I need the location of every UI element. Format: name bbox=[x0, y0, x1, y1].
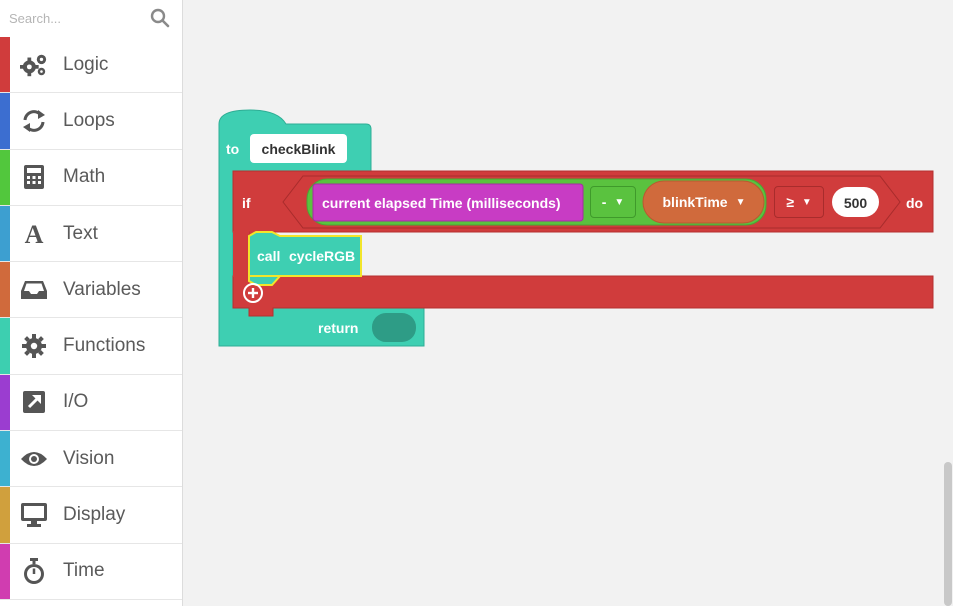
variable-block[interactable] bbox=[642, 180, 765, 224]
category-functions[interactable]: Functions bbox=[0, 318, 182, 375]
category-label: Vision bbox=[63, 447, 115, 469]
category-color-stripe bbox=[0, 543, 10, 599]
category-label: Loops bbox=[63, 109, 115, 131]
compare-operator-dropdown[interactable]: ≥▼ bbox=[774, 186, 824, 218]
category-color-stripe bbox=[0, 205, 10, 262]
gear-icon bbox=[20, 332, 48, 360]
workspace-scrollbar[interactable] bbox=[944, 462, 952, 606]
letter-a-icon: A bbox=[20, 220, 48, 248]
inbox-icon bbox=[20, 276, 48, 304]
function-name-field[interactable]: checkBlink bbox=[250, 134, 347, 163]
chevron-down-icon: ▼ bbox=[735, 196, 746, 208]
category-label: I/O bbox=[63, 391, 89, 413]
return-slot[interactable] bbox=[372, 313, 416, 342]
stopwatch-icon bbox=[20, 557, 48, 585]
elapsed-time-label: current elapsed Time (milliseconds) bbox=[322, 195, 561, 211]
chevron-down-icon: ▼ bbox=[614, 196, 625, 208]
to-label: to bbox=[226, 141, 240, 157]
eye-icon bbox=[20, 445, 48, 473]
if-label: if bbox=[242, 195, 251, 211]
call-block-notch bbox=[248, 275, 283, 286]
category-logic[interactable]: Logic bbox=[0, 37, 182, 94]
category-math[interactable]: Math bbox=[0, 149, 182, 206]
category-label: Text bbox=[63, 222, 98, 244]
elapsed-time-block[interactable] bbox=[312, 183, 584, 222]
call-function-name: cycleRGB bbox=[289, 248, 356, 264]
if-block-bottom[interactable] bbox=[232, 275, 934, 317]
category-label: Variables bbox=[63, 278, 141, 300]
search-input[interactable] bbox=[0, 0, 145, 37]
category-time[interactable]: Time bbox=[0, 543, 182, 600]
category-display[interactable]: Display bbox=[0, 487, 182, 544]
category-label: Display bbox=[63, 504, 126, 526]
do-label: do bbox=[906, 195, 924, 211]
sync-icon bbox=[20, 107, 48, 135]
category-vision[interactable]: Vision bbox=[0, 431, 182, 488]
category-text[interactable]: A Text bbox=[0, 205, 182, 263]
category-color-stripe bbox=[0, 37, 10, 93]
if-block-spine bbox=[233, 231, 249, 277]
variable-dropdown[interactable]: blinkTime ▼ bbox=[649, 186, 759, 218]
search-bar bbox=[0, 0, 182, 37]
calculator-icon bbox=[20, 163, 48, 191]
chevron-down-icon: ▼ bbox=[801, 196, 812, 208]
category-label: Time bbox=[63, 560, 105, 582]
external-link-icon bbox=[20, 388, 48, 416]
toolbox-sidebar: Logic Loops Math A Text bbox=[0, 0, 183, 606]
category-label: Functions bbox=[63, 335, 146, 357]
number-value[interactable]: 500 bbox=[843, 195, 868, 211]
category-color-stripe bbox=[0, 431, 10, 487]
minus-operator-dropdown[interactable]: -▼ bbox=[590, 186, 636, 218]
call-label: call bbox=[257, 248, 281, 264]
category-variables[interactable]: Variables bbox=[0, 262, 182, 319]
category-color-stripe bbox=[0, 149, 10, 205]
category-color-stripe bbox=[0, 93, 10, 149]
category-label: Math bbox=[63, 166, 106, 188]
add-branch-icon[interactable] bbox=[243, 283, 263, 303]
category-color-stripe bbox=[0, 487, 10, 543]
number-field[interactable] bbox=[832, 187, 879, 217]
category-loops[interactable]: Loops bbox=[0, 93, 182, 150]
variable-label: blinkTime bbox=[662, 194, 728, 210]
category-label: Logic bbox=[63, 53, 109, 75]
gears-icon bbox=[20, 51, 48, 79]
return-label: return bbox=[318, 320, 359, 336]
category-io[interactable]: I/O bbox=[0, 374, 182, 432]
search-icon[interactable] bbox=[150, 8, 170, 28]
operator-label: - bbox=[601, 194, 607, 210]
category-color-stripe bbox=[0, 262, 10, 318]
monitor-icon bbox=[20, 501, 48, 529]
operator-label: ≥ bbox=[786, 194, 794, 210]
category-color-stripe bbox=[0, 318, 10, 374]
svg-text:A: A bbox=[25, 221, 44, 247]
category-color-stripe bbox=[0, 374, 10, 431]
